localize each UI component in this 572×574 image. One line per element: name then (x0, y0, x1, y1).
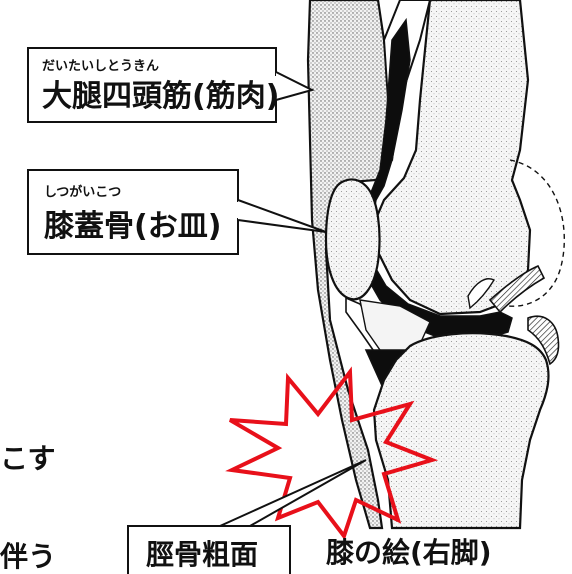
callout-quadriceps-pointer (275, 71, 315, 101)
femur-bone (370, 0, 532, 316)
callout-tibial-tuberosity: 脛骨粗面 (127, 459, 367, 574)
ligament-detail (467, 278, 495, 310)
partial-text-1: こす (0, 442, 55, 475)
patella-bone (324, 178, 381, 301)
knee-illustration (306, 0, 566, 530)
quadriceps-label: 大腿四頭筋(筋肉) (42, 79, 279, 114)
callout-patella-box (27, 169, 239, 255)
diagram-caption: 膝の絵(右脚) (325, 536, 492, 569)
callout-patella-pointer (237, 199, 327, 233)
callout-quadriceps: だいたいしとうきん 大腿四頭筋(筋肉) (27, 47, 315, 123)
meniscus (527, 315, 560, 366)
cruciate-ligament (488, 264, 546, 314)
quadriceps-reading: だいたいしとうきん (42, 59, 159, 74)
callout-tibial-pointer (219, 459, 367, 527)
callout-patella: しつがいこつ 膝蓋骨(お皿) (27, 169, 327, 255)
partial-text-2: 伴う (0, 540, 56, 573)
tibia-bone (372, 332, 550, 530)
pain-burst (225, 366, 439, 541)
callout-tibial-box (127, 525, 291, 574)
patella-reading: しつがいこつ (44, 184, 121, 200)
patella-label: 膝蓋骨(お皿) (44, 209, 221, 244)
tibial-tuberosity-label: 脛骨粗面 (146, 538, 258, 571)
